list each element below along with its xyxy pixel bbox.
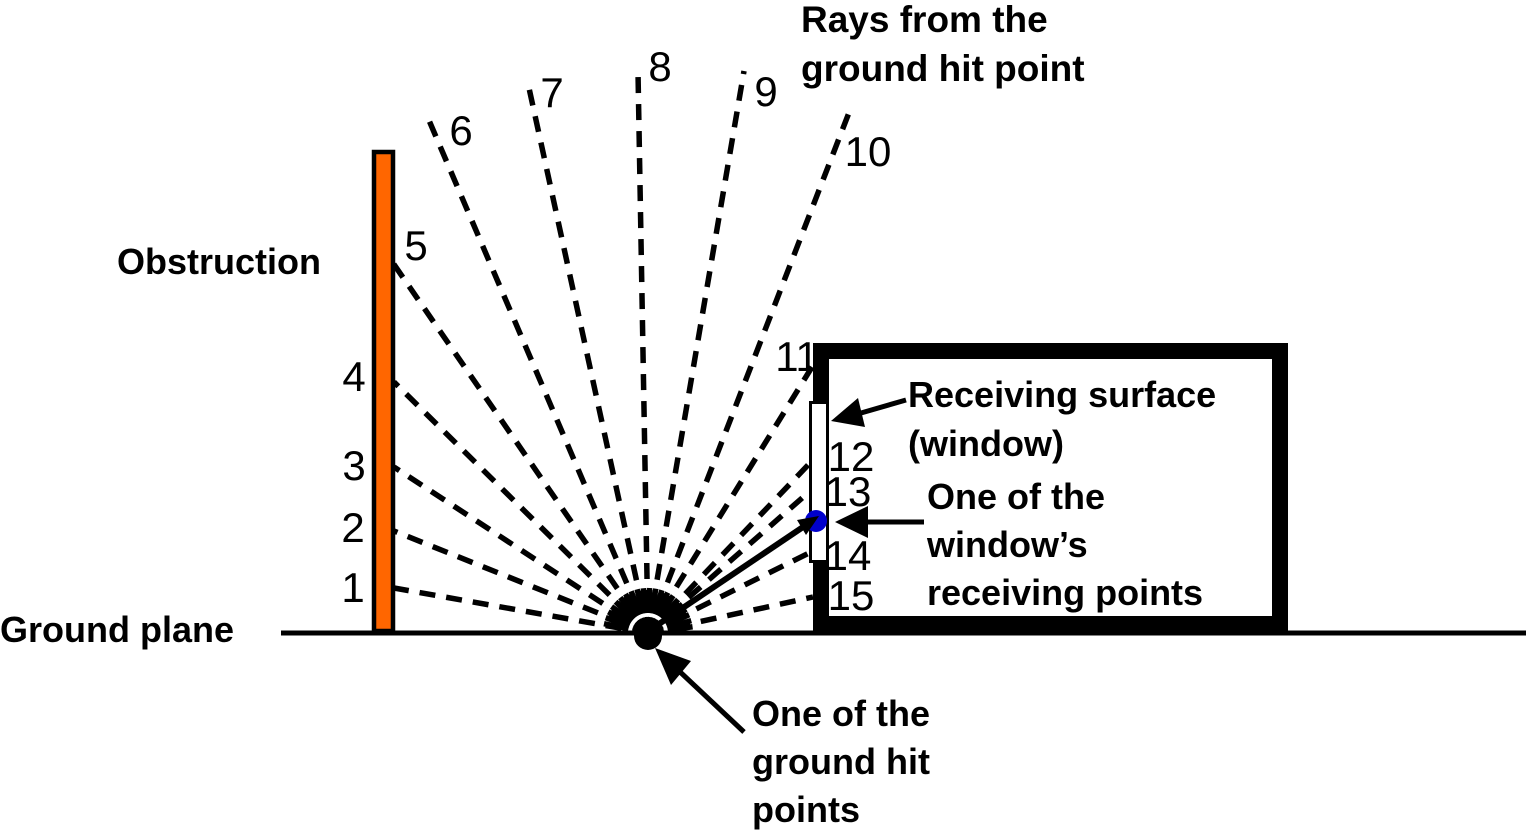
solid-ray-arrowhead [797,516,819,535]
obstruction-bar [371,149,396,634]
sunburst-stub [656,594,676,618]
receiving-surface-label: Receiving surface (window) [908,374,1217,464]
ground-hit-point-label: One of the ground hit points [752,693,930,830]
ray-line-10 [645,109,853,634]
sunburst-stub [628,590,644,616]
ray-line-6 [425,116,651,635]
sunburst-stub [634,588,646,615]
sunburst-stub [665,612,691,628]
receiving-point-arrowhead [835,506,868,538]
window-receiving-point-label: One of the window’s receiving points [927,476,1204,613]
sunburst-stub [603,620,630,632]
ray-number-10: 10 [844,128,892,175]
ray-line-8 [635,71,651,634]
ray-number-3: 3 [342,442,366,489]
receiving-surface-arrowhead [831,398,865,427]
ray-line-2 [392,528,650,636]
ray-line-9 [645,70,747,634]
sunburst-stub [640,587,649,614]
sunburst-stub [609,604,634,624]
sunburst-group [603,587,693,633]
ground-plane-label: Ground plane [0,609,234,650]
ground-point-arrow-line [676,668,746,734]
ray-line-5 [390,261,651,635]
ground-point-arrowhead [655,648,691,685]
ray-line-7 [526,87,651,634]
ray-number-9: 9 [754,68,778,115]
sunburst-stub [606,609,632,627]
ray-number-1: 1 [341,564,365,611]
sunburst-stub [667,624,693,633]
ray-number-14: 14 [824,532,872,579]
ray-number-2: 2 [341,504,365,551]
obstruction-label: Obstruction [117,241,321,282]
sunburst-stub [648,588,659,614]
title: Rays from the ground hit point [801,0,1085,89]
sunburst-stub [659,597,681,620]
ray-number-13: 13 [824,468,872,515]
sunburst-stub [604,615,631,629]
sunburst-stub [654,591,671,617]
ray-line-3 [392,464,650,636]
ray-number-15: 15 [827,572,875,619]
ray-line-4 [392,380,650,635]
sunburst-stub [645,587,653,614]
ray-number-11: 11 [775,333,819,380]
ray-number-12: 12 [827,433,875,480]
sunburst-stub [613,599,636,622]
sunburst-stub [651,589,665,615]
ray-number-7: 7 [540,69,564,116]
ray-number-8: 8 [648,43,672,90]
ray-number-4: 4 [342,353,366,400]
ground-hit-dot [634,622,662,650]
sunburst-stub [623,592,641,618]
receiving-surface-arrow-line [860,397,907,416]
ray-number-6: 6 [449,107,473,154]
solid-ray-line [648,522,808,633]
sunburst-stub [666,617,693,631]
building-outline [813,343,1288,632]
sunburst-stub [618,595,638,619]
ray-number-5: 5 [404,222,428,269]
